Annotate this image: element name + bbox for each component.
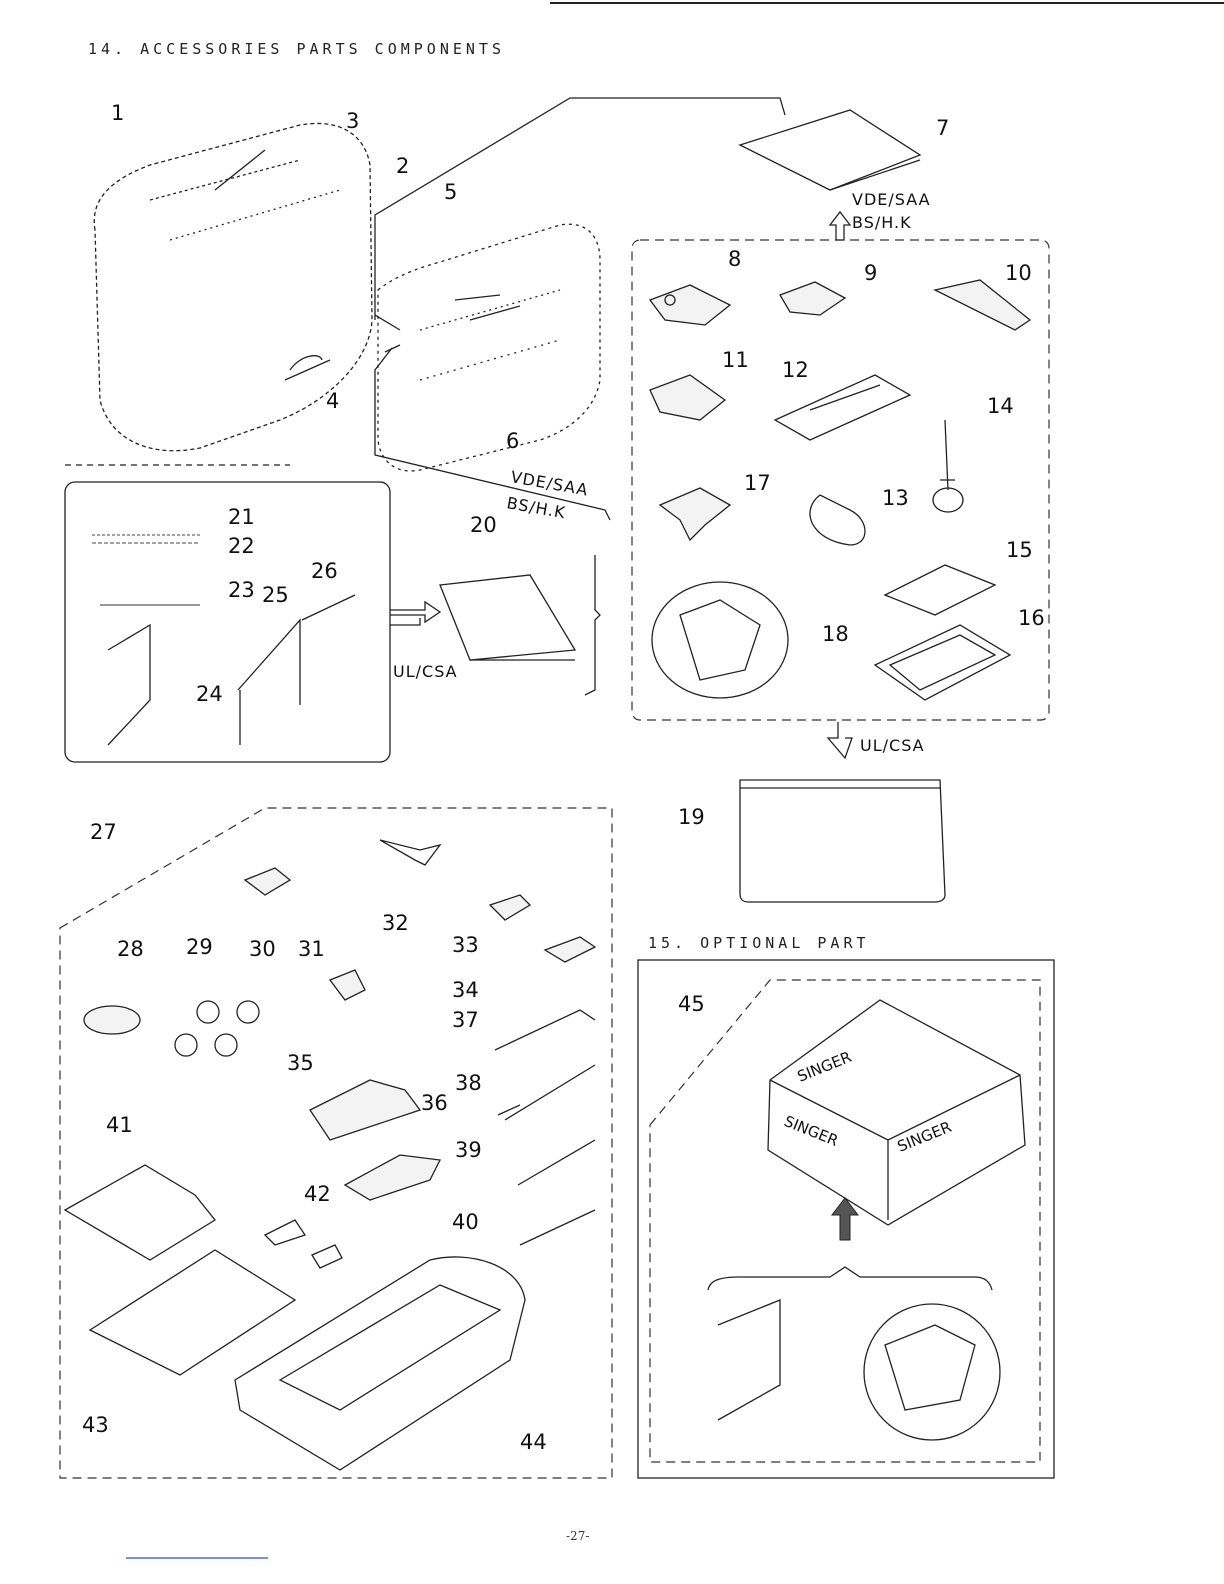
machine-cover-illustration — [65, 123, 372, 465]
part-number-11: 11 — [722, 348, 749, 372]
part-number-35: 35 — [287, 1051, 314, 1075]
part-number-16: 16 — [1018, 606, 1045, 630]
part-number-7: 7 — [936, 116, 949, 140]
part-number-22: 22 — [228, 534, 255, 558]
box-brand-top: SINGER — [795, 1048, 854, 1086]
box-brand-left: SINGER — [782, 1112, 841, 1150]
part-number-19: 19 — [678, 805, 705, 829]
part-number-45: 45 — [678, 992, 705, 1016]
part-number-42: 42 — [304, 1182, 331, 1206]
section-15-heading: 15. OPTIONAL PART — [648, 934, 870, 952]
case-19-illustration — [740, 780, 945, 902]
part-number-14: 14 — [987, 394, 1014, 418]
part-number-38: 38 — [455, 1071, 482, 1095]
part-number-36: 36 — [421, 1091, 448, 1115]
connector-arrow-1 — [375, 315, 400, 330]
part-number-13: 13 — [882, 486, 909, 510]
part-number-18: 18 — [822, 622, 849, 646]
page-number: -27- — [566, 1529, 589, 1543]
connector-arrow-2 — [385, 345, 400, 352]
part-number-4: 4 — [326, 389, 339, 413]
part-number-3: 3 — [346, 109, 359, 133]
part-number-20: 20 — [470, 513, 497, 537]
part-number-44: 44 — [520, 1430, 547, 1454]
part-number-2: 2 — [396, 154, 409, 178]
label-ul-csa-mid: UL/CSA — [393, 662, 458, 681]
part-number-5: 5 — [444, 180, 457, 204]
part-number-24: 24 — [196, 682, 223, 706]
part-number-28: 28 — [117, 937, 144, 961]
connector-top — [375, 98, 785, 320]
part-number-43: 43 — [82, 1413, 109, 1437]
part-number-39: 39 — [455, 1138, 482, 1162]
part-number-6: 6 — [506, 429, 519, 453]
part-number-9: 9 — [864, 261, 877, 285]
machine-body-illustration — [378, 224, 600, 471]
extension-table-group — [60, 808, 612, 1478]
label-bs-hk-top: BS/H.K — [852, 213, 912, 232]
part-number-31: 31 — [298, 937, 325, 961]
section-14-heading: 14. ACCESSORIES PARTS COMPONENTS — [88, 40, 505, 58]
label-bs-hk-mid: BS/H.K — [505, 493, 567, 522]
part-number-10: 10 — [1005, 261, 1032, 285]
box-brand-right: SINGER — [895, 1118, 954, 1156]
part-number-29: 29 — [186, 935, 213, 959]
part-number-40: 40 — [452, 1210, 479, 1234]
part-number-12: 12 — [782, 358, 809, 382]
label-ul-csa-bottom: UL/CSA — [860, 736, 925, 755]
part-number-26: 26 — [311, 559, 338, 583]
part-number-34: 34 — [452, 978, 479, 1002]
part-number-21: 21 — [228, 505, 255, 529]
part-number-15: 15 — [1006, 538, 1033, 562]
part-number-27: 27 — [90, 820, 117, 844]
part-number-32: 32 — [382, 911, 409, 935]
part-number-30: 30 — [249, 937, 276, 961]
part-number-1: 1 — [111, 101, 124, 125]
label-vde-saa-top: VDE/SAA — [852, 190, 931, 209]
part-number-17: 17 — [744, 471, 771, 495]
part-number-37: 37 — [452, 1008, 479, 1032]
part-number-41: 41 — [106, 1113, 133, 1137]
optional-kit-illustration — [708, 1000, 1025, 1440]
arrow-to-case — [828, 722, 852, 758]
part-number-25: 25 — [262, 583, 289, 607]
part-number-33: 33 — [452, 933, 479, 957]
part-number-8: 8 — [728, 247, 741, 271]
part-number-23: 23 — [228, 578, 255, 602]
